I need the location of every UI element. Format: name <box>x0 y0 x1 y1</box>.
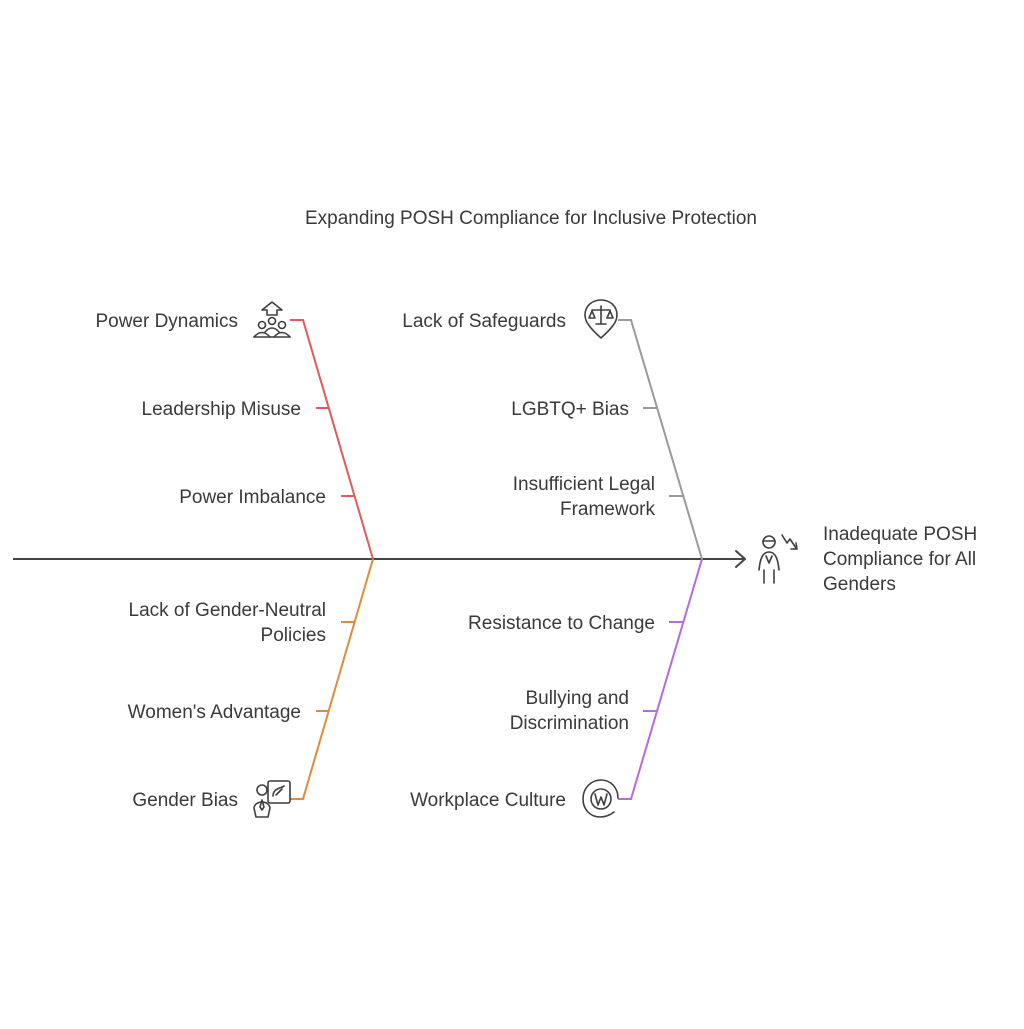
effect-label-line2: Compliance for All <box>823 549 976 570</box>
effect-label-line1: Inadequate POSH <box>823 524 977 545</box>
scales-location-icon <box>584 299 618 339</box>
branch-lack-of-safeguards: Lack of Safeguards LGBTQ+ Bias Insuffici… <box>402 299 703 560</box>
cause-label-legal-framework-line1: Insufficient Legal <box>513 474 655 495</box>
cause-label-lgbtq-bias: LGBTQ+ Bias <box>511 399 629 420</box>
branch-workplace-culture: Workplace Culture Resistance to Change B… <box>410 558 703 818</box>
diagram-title: Expanding POSH Compliance for Inclusive … <box>305 208 757 229</box>
branch-label-gender-bias: Gender Bias <box>132 790 238 811</box>
branch-gender-bias: Gender Bias Lack of Gender-Neutral Polic… <box>128 558 374 818</box>
person-declining-icon <box>758 534 798 584</box>
branch-power-dynamics: Power Dynamics Leadership Misuse Power I… <box>95 301 374 560</box>
cause-label-gender-neutral-line1: Lack of Gender-Neutral <box>129 600 327 621</box>
workplace-logo-icon <box>582 779 619 818</box>
hierarchy-people-icon <box>253 301 291 338</box>
cause-label-leadership-misuse: Leadership Misuse <box>142 399 301 420</box>
branch-power-line <box>290 319 374 560</box>
effect-label-line3: Genders <box>823 574 896 595</box>
branch-gender-line <box>290 558 374 800</box>
effect-block: Inadequate POSH Compliance for All Gende… <box>758 524 977 595</box>
cause-label-womens-advantage: Women's Advantage <box>128 702 301 723</box>
person-board-icon <box>253 780 291 818</box>
cause-label-resistance-to-change: Resistance to Change <box>468 613 655 634</box>
cause-label-power-imbalance: Power Imbalance <box>179 487 326 508</box>
cause-label-bullying-line2: Discrimination <box>510 713 629 734</box>
branch-label-power-dynamics: Power Dynamics <box>95 311 238 332</box>
cause-label-legal-framework-line2: Framework <box>560 499 656 520</box>
branch-label-lack-of-safeguards: Lack of Safeguards <box>402 311 566 332</box>
branch-label-workplace-culture: Workplace Culture <box>410 790 566 811</box>
branch-safeguards-line <box>618 319 703 560</box>
branch-culture-line <box>618 558 703 800</box>
spine-arrowhead <box>735 550 747 568</box>
cause-label-bullying-line1: Bullying and <box>525 688 629 709</box>
cause-label-gender-neutral-line2: Policies <box>261 625 326 646</box>
